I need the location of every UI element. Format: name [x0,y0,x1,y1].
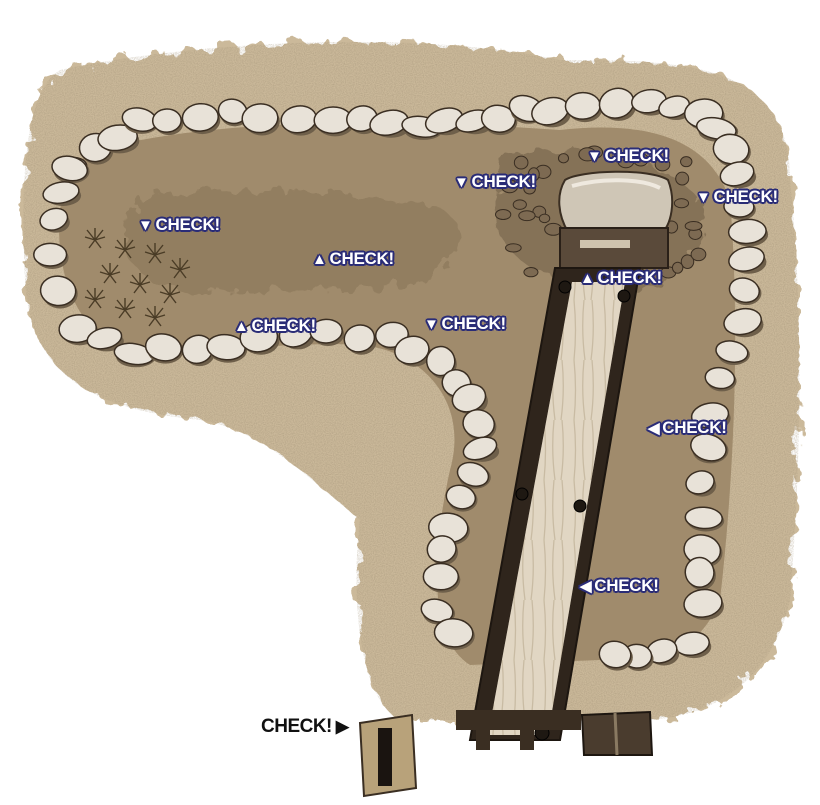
log-track[interactable] [468,267,642,741]
rock [144,333,183,362]
pebble-cluster [494,145,707,285]
pedestal [559,227,669,269]
rock [445,484,477,510]
pebble [673,198,690,209]
rock [728,246,765,272]
rock [704,366,736,390]
rock [39,275,77,307]
rock [723,307,763,336]
pebble [654,157,671,172]
rock [239,321,279,353]
rock [598,640,632,669]
check-marker-lower-center[interactable]: ▼CHECK! [424,314,506,333]
pebble [671,261,684,274]
check-marker-upper-center[interactable]: ▼CHECK! [454,172,536,191]
check-marker-right-middle[interactable]: ◀CHECK! [648,418,727,437]
triangle-left-icon: ◀ [648,420,660,437]
rock [685,470,715,495]
rock [684,506,723,530]
rock [394,335,430,365]
rock [422,562,460,591]
rock [684,556,715,588]
pebble [680,254,695,269]
pebble [690,247,707,262]
pebble [649,270,661,285]
rock [715,340,749,363]
rock [309,318,343,344]
triangle-up-icon: ▲ [234,318,249,335]
pebble [501,179,519,194]
grass-tufts [84,228,191,327]
rock [658,95,691,119]
pebble [538,213,551,224]
rock [462,409,496,439]
rock [456,461,490,487]
triangle-down-icon: ▼ [138,217,153,234]
rock [690,402,730,429]
pebble [523,183,536,195]
rock [181,102,219,132]
triangle-left-icon: ◀ [580,578,592,595]
rock [719,161,755,187]
rock [433,618,474,648]
triangle-down-icon: ▼ [587,148,602,165]
track-base [456,710,581,750]
rock [564,91,601,120]
check-marker-top-right-boulder[interactable]: ▼CHECK! [587,146,669,165]
check-marker-right-lower[interactable]: ◀CHECK! [580,576,659,595]
triangle-up-icon: ▲ [312,251,327,268]
rock [723,195,755,218]
rock [480,104,517,133]
check-marker-lower-left[interactable]: ▲CHECK! [234,316,316,335]
pebble [513,155,529,170]
rock [343,324,376,353]
pebble [518,210,536,222]
pebble [523,267,539,278]
triangle-down-icon: ▼ [696,189,711,206]
rock [727,218,767,245]
pebble [578,147,597,162]
rock [58,314,97,344]
rock [151,108,182,133]
moss-patch [123,188,462,292]
pebble [684,221,703,231]
rock [42,181,80,205]
pebble [675,171,690,186]
rock [683,588,723,618]
rock [462,436,498,461]
check-marker-track-top[interactable]: ▲CHECK! [580,268,662,287]
rock [695,116,737,140]
rock [86,326,123,350]
pebble [632,152,649,167]
rock [690,433,727,462]
stone-block[interactable] [580,710,654,756]
rock [728,277,760,304]
triangle-down-icon: ▼ [454,174,469,191]
triangle-down-icon: ▼ [424,316,439,333]
rock [420,598,454,623]
rock [51,155,89,182]
check-marker-entrance[interactable]: CHECK!▶ [261,716,349,737]
check-marker-far-right[interactable]: ▼CHECK! [696,187,778,206]
rock [712,133,750,165]
rock [33,242,68,267]
rock [39,207,69,231]
pebble [505,243,522,253]
rock-wall [33,87,769,671]
rock [97,124,138,152]
triangle-up-icon: ▲ [580,270,595,287]
rock [241,103,279,134]
rock [426,535,457,563]
check-marker-left[interactable]: ▼CHECK! [138,215,220,234]
triangle-right-icon: ▶ [335,717,349,736]
pebble [512,199,527,210]
entrance-slot[interactable] [358,713,418,798]
pebble [557,153,570,164]
check-marker-center[interactable]: ▲CHECK! [312,249,394,268]
pebble [680,156,693,168]
rock [425,345,456,377]
rock [206,333,246,361]
pebble [494,208,512,221]
